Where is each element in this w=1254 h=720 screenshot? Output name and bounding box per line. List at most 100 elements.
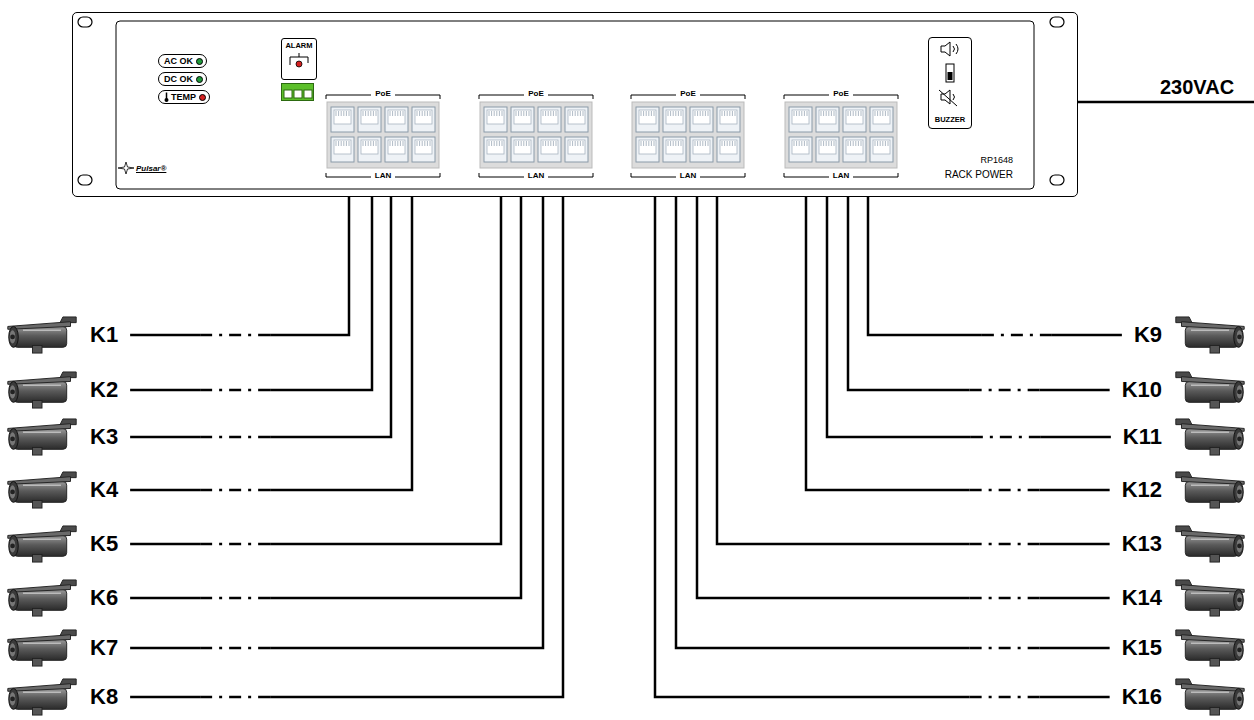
- cable-end: [1052, 334, 1122, 337]
- camera-icon: [1172, 367, 1248, 413]
- rj45-pin: [668, 141, 669, 146]
- cable-run: [270, 197, 501, 544]
- rj45-pin: [543, 141, 544, 146]
- camera-label: K5: [90, 531, 118, 557]
- cable-break: [200, 597, 270, 600]
- cable-end: [130, 334, 200, 337]
- camera-shape: [1176, 419, 1244, 455]
- camera-node: K6: [4, 575, 130, 621]
- rj45-pin: [392, 111, 393, 116]
- buzzer-switch-knob: [948, 72, 953, 80]
- rj45-opening: [693, 110, 710, 124]
- rj45-port: [511, 107, 534, 132]
- cable-run: [655, 197, 970, 697]
- rj45-port: [636, 137, 659, 162]
- rj45-pin: [834, 141, 835, 146]
- cable-break: [970, 543, 1040, 546]
- rj45-pin: [373, 111, 374, 116]
- rj45-port: [843, 107, 866, 132]
- camera-cable: [868, 197, 1122, 335]
- speaker-off: [939, 90, 957, 106]
- rj45-pin: [556, 141, 557, 146]
- rj45-port: [358, 107, 381, 132]
- rj45-pin: [882, 111, 883, 116]
- rj45-port: [385, 107, 408, 132]
- rj45-pin: [572, 141, 573, 146]
- rj45-pin: [365, 111, 366, 116]
- rj45-opening: [792, 140, 809, 154]
- rj45-pin: [400, 141, 401, 146]
- camera-shape: [1176, 372, 1244, 408]
- rj45-pin: [729, 111, 730, 116]
- rj45-pin: [654, 111, 655, 116]
- rj45-port: [412, 137, 435, 162]
- rj45-port: [663, 137, 686, 162]
- camera-node: K4: [4, 467, 130, 513]
- rj45-pin: [516, 111, 517, 116]
- poe-label-patch: PoE: [829, 89, 853, 98]
- power-line: [1078, 101, 1254, 104]
- rj45-pin: [341, 141, 342, 146]
- rj45-opening: [639, 140, 656, 154]
- camera-cable: [806, 197, 1110, 490]
- rj45-pin: [368, 141, 369, 146]
- logo-star-shape: [118, 162, 134, 174]
- rj45-pin: [489, 111, 490, 116]
- camera-label: K12: [1122, 477, 1162, 503]
- led-dot: [196, 76, 203, 83]
- rj45-pin: [823, 141, 824, 146]
- rj45-pin: [708, 111, 709, 116]
- rj45-pin: [368, 111, 369, 116]
- cable-run: [270, 197, 391, 437]
- rj45-pin: [807, 111, 808, 116]
- mount-hole: [1050, 17, 1064, 27]
- rj45-pin: [349, 141, 350, 146]
- rj45-opening: [819, 110, 836, 124]
- camera-cable: [130, 197, 543, 648]
- rj45-pin: [529, 141, 530, 146]
- camera-icon: [1172, 625, 1248, 671]
- rj45-pin: [521, 141, 522, 146]
- logo-star: [117, 161, 135, 175]
- camera-shape: [8, 472, 76, 508]
- cable-end: [130, 696, 200, 699]
- camera-label: K10: [1122, 377, 1162, 403]
- rj45-pin: [804, 111, 805, 116]
- camera-node: K13: [1110, 521, 1248, 567]
- cable-run: [270, 197, 521, 598]
- cable-end: [130, 436, 200, 439]
- buzzer-label: BUZZER: [929, 115, 971, 124]
- rj45-pin: [496, 111, 497, 116]
- rj45-pin: [700, 141, 701, 146]
- rj45-opening: [819, 140, 836, 154]
- cable-break: [200, 696, 270, 699]
- rj45-pin: [848, 141, 849, 146]
- camera-label: K9: [1134, 322, 1162, 348]
- camera-icon: [4, 312, 80, 358]
- cable-run: [270, 197, 372, 390]
- rj45-pin: [580, 111, 581, 116]
- rj45-pin: [570, 141, 571, 146]
- rj45-pin: [670, 141, 671, 146]
- rj45-opening: [514, 110, 531, 124]
- buzzer-switch: [946, 64, 954, 82]
- rj45-pin: [705, 141, 706, 146]
- rj45-pin: [796, 141, 797, 146]
- camera-icon: [1172, 312, 1248, 358]
- rj45-opening: [720, 110, 737, 124]
- camera-label: K3: [90, 424, 118, 450]
- rj45-pin: [828, 141, 829, 146]
- led-label: TEMP: [171, 91, 196, 103]
- poe-port-group: PoELAN: [781, 89, 901, 185]
- rj45-pin: [678, 111, 679, 116]
- terminal-slot: [284, 90, 292, 98]
- rj45-pin: [675, 141, 676, 146]
- rj45-pin: [550, 111, 551, 116]
- camera-cable: [130, 197, 521, 598]
- rj45-pin: [681, 141, 682, 146]
- camera-cable: [130, 197, 372, 390]
- rj45-pin: [499, 111, 500, 116]
- rj45-pin: [670, 111, 671, 116]
- cable-run: [806, 197, 970, 490]
- rj45-pin: [553, 141, 554, 146]
